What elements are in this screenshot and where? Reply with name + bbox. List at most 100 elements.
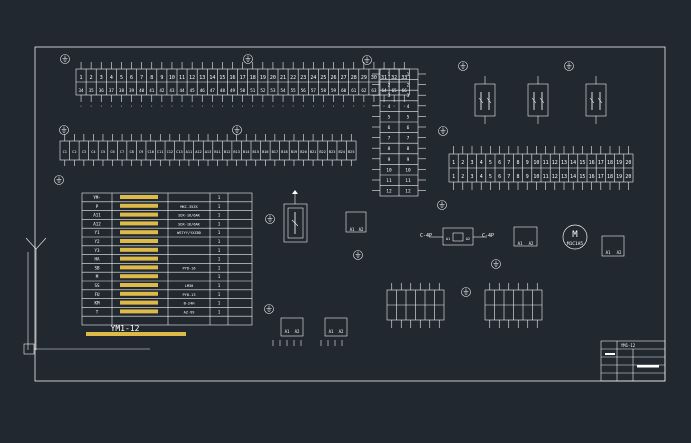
motor-rating-label: M1C1A5 (567, 241, 584, 247)
table-cell-code: YM- (93, 195, 101, 200)
ground-symbol (59, 125, 69, 135)
ground-circle (491, 259, 501, 269)
switch-arm (539, 97, 545, 104)
terminal-number: 55 (291, 88, 297, 93)
table-cell-name-bar (120, 247, 158, 252)
terminal-number: 63 (371, 88, 377, 93)
ground-circle (458, 61, 468, 71)
terminal-number: 20 (625, 174, 631, 180)
terminal-number: 5 (407, 114, 410, 120)
wire-mark: · (302, 104, 305, 110)
title-block (600, 340, 666, 382)
terminal-label: C10 (147, 150, 154, 154)
terminal-number: 10 (405, 167, 411, 173)
terminal-label: A11 (186, 150, 193, 154)
table-cell-qty: 1 (218, 292, 221, 297)
ground-symbol (458, 61, 468, 71)
table-cell-name-bar (120, 230, 158, 235)
terminal-number: 11 (405, 178, 411, 184)
table-cell-qty: 1 (218, 221, 221, 226)
terminal-box (601, 235, 625, 257)
indicator-terminal: A1 (350, 227, 355, 232)
ground-circle (243, 54, 253, 64)
knife-switch (527, 76, 549, 124)
table-cell-qty: 1 (218, 248, 221, 253)
terminal-label: C13 (176, 150, 183, 154)
wire-mark: · (342, 104, 345, 110)
terminal-number: 18 (607, 174, 613, 180)
wire-mark: · (140, 104, 143, 110)
wire-mark: · (322, 104, 325, 110)
terminal-number: 56 (301, 88, 307, 93)
terminal-number: 13 (561, 174, 567, 180)
terminal-number: 9 (407, 157, 410, 163)
relay-terminal: A1 (329, 329, 334, 334)
terminal-number: 19 (260, 75, 266, 81)
ground-symbol (60, 54, 70, 64)
terminal-number: 41 (149, 88, 155, 93)
terminal-number: 1 (452, 174, 455, 180)
ground-circle (265, 214, 275, 224)
terminal-label: B25 (348, 150, 355, 154)
wire-mark: · (150, 104, 153, 110)
terminal-number: 35 (89, 88, 95, 93)
knife-switch (474, 76, 496, 124)
terminal-number: 16 (589, 160, 595, 166)
terminal-number: 11 (386, 178, 392, 184)
title-block-caption: YM1-12 (621, 343, 636, 348)
wire-mark: · (372, 104, 375, 110)
terminal-number: 61 (351, 88, 357, 93)
terminal-number: 12 (552, 160, 558, 166)
terminal-number: 59 (331, 88, 337, 93)
terminal-number: 39 (129, 88, 135, 93)
switch-arm (486, 97, 492, 104)
table-cell-model: PYD-16 (183, 266, 196, 270)
ground-symbol (491, 259, 501, 269)
relay-terminal: A1 (285, 329, 290, 334)
corner-mark (23, 343, 35, 355)
table-cell-code: SB (94, 265, 100, 270)
table-cell-code: Y1 (94, 230, 100, 235)
ground-symbol (232, 125, 242, 135)
title-block-fill (605, 353, 615, 355)
ground-circle (564, 61, 574, 71)
table-cell-code: P (96, 204, 99, 209)
table-cell-name-bar (120, 309, 158, 314)
terminal-label: B16 (262, 150, 269, 154)
table-cell-model: PYD-13 (183, 293, 196, 297)
ground-symbol (264, 304, 274, 314)
wire-mark: · (100, 104, 103, 110)
ground-circle (54, 175, 64, 185)
wire-mark: · (292, 104, 295, 110)
table-cell-code: T (96, 309, 99, 314)
terminal-number: 46 (200, 88, 206, 93)
table-cell-name-bar (120, 256, 158, 261)
table-cell-name-bar (120, 203, 158, 208)
ground-symbol (353, 250, 363, 260)
terminal-number: 8 (407, 146, 410, 152)
terminal-number: 11 (543, 160, 549, 166)
terminal-number: 5 (489, 160, 492, 166)
wire-mark: · (261, 104, 264, 110)
switch-arm (589, 97, 595, 104)
terminal-number: 11 (179, 75, 185, 81)
terminal-number: 51 (250, 88, 256, 93)
terminal-label: A12 (195, 150, 202, 154)
coil-element (452, 232, 464, 242)
terminal-number: 52 (260, 88, 266, 93)
table-frame (81, 192, 253, 326)
switch-arm (478, 97, 484, 104)
terminal-number: 25 (320, 75, 326, 81)
terminal-number: 43 (169, 88, 175, 93)
terminal-label: B23 (329, 150, 336, 154)
terminal-number: 11 (543, 174, 549, 180)
terminal-number: 3 (470, 174, 473, 180)
terminal-number: 40 (139, 88, 145, 93)
terminal-number: 2 (461, 160, 464, 166)
multi-contact-block (484, 283, 543, 328)
terminal-number: 15 (219, 75, 225, 81)
table-cell-model: MKC-35ZX (180, 205, 198, 209)
terminal-number: 3 (388, 93, 391, 99)
terminal-number: 15 (579, 160, 585, 166)
